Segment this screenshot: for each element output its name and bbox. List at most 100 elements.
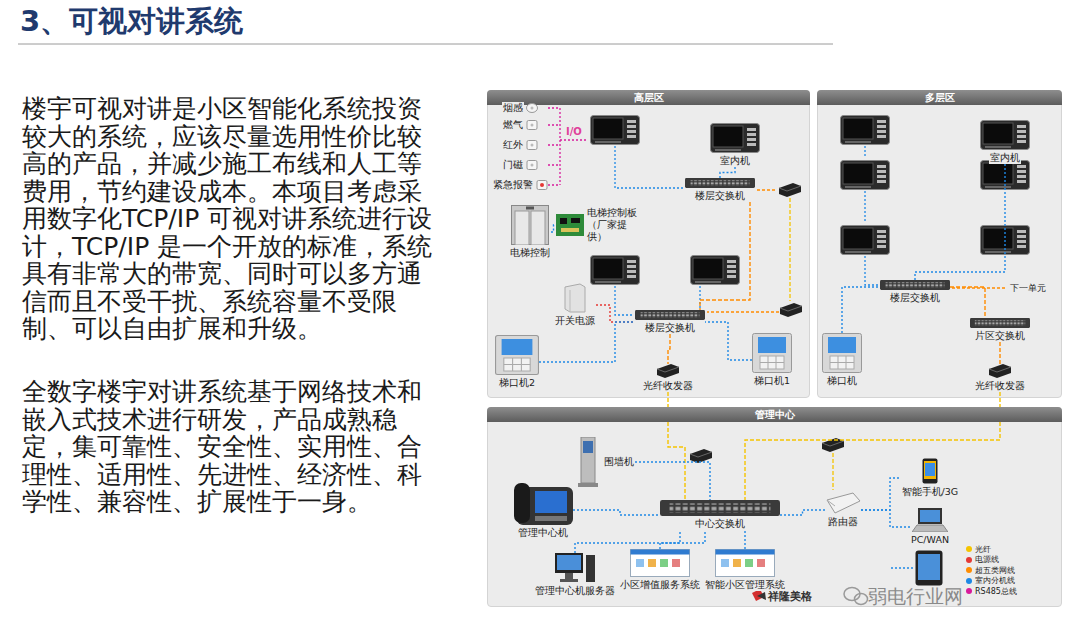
legend-item: 光纤: [966, 544, 991, 554]
device-node: 围墙机: [575, 437, 635, 487]
device-icon: [710, 123, 760, 153]
device-node: 电梯控制板（厂家提供）: [556, 207, 644, 243]
device-icon: [511, 205, 549, 245]
device-node: 楼层交换机: [685, 178, 755, 202]
device-label: 紧急报警: [492, 179, 534, 191]
device-icon: [564, 283, 586, 313]
device-shape: [716, 550, 775, 577]
legend-item: 室内分机线: [966, 576, 1015, 586]
device-label: 光纤收发器: [642, 380, 694, 392]
device-icon: [970, 318, 1030, 328]
device-label: 梯口机: [826, 375, 858, 387]
device-label: 路由器: [827, 516, 859, 528]
drawing-part: [591, 116, 640, 145]
device-label: 管理中心机: [517, 527, 569, 539]
device-icon: [575, 437, 601, 487]
device-shape: [711, 124, 760, 153]
device-node: 智能手机/3G: [901, 458, 960, 498]
brand-logo: 祥隆美格: [768, 589, 812, 604]
device-node: 中心交换机: [660, 500, 780, 530]
device-label: 管理中心机服务器: [534, 585, 616, 597]
device-shape: [527, 104, 538, 113]
drawing-part: [591, 256, 640, 285]
bus-label: I/O: [566, 126, 582, 137]
legend-text: 室内分机线: [975, 575, 1015, 586]
device-node: 光纤收发器: [974, 364, 1026, 392]
device-shape: [565, 284, 585, 312]
device-label: 烟感: [502, 102, 524, 114]
device-label: 开关电源: [554, 315, 596, 327]
region-title: 多层区: [925, 91, 955, 105]
device-node: 梯口机2: [495, 335, 539, 389]
device-label: 智能手机/3G: [901, 486, 960, 498]
device-label: 片区交换机: [974, 330, 1026, 342]
device-node: 室内机: [980, 120, 1030, 164]
region-panel: 高层区烟感燃气红外门磁紧急报警室内机楼层交换机电梯控制板（厂家提供）电梯控制开关…: [487, 90, 810, 398]
region-header: 高层区: [487, 90, 810, 105]
device-shape: [823, 334, 862, 373]
device-shape: [527, 141, 537, 150]
device-shape: [660, 500, 780, 516]
drawing-part: [18, 44, 833, 45]
legend-item: 超五类网线: [966, 565, 1015, 575]
device-label: 室内机: [719, 155, 751, 167]
device-shape: [922, 459, 937, 484]
device-node: 梯口机1: [752, 333, 792, 387]
device-icon: [922, 458, 938, 484]
region-title: 高层区: [634, 91, 664, 105]
device-label: 智能小区管理系统: [704, 579, 786, 591]
legend-text: 超五类网线: [975, 565, 1015, 576]
device-shape: [555, 553, 595, 582]
device-icon: [555, 553, 595, 583]
device-icon: [825, 492, 861, 514]
device-node: 楼层交换机: [880, 280, 950, 304]
device-icon: [526, 140, 538, 150]
device-icon: [912, 508, 948, 532]
legend-swatch: [966, 578, 972, 584]
device-shape: [514, 483, 573, 525]
device-node: 小区增值服务系统: [619, 549, 701, 591]
device-icon: [752, 333, 792, 373]
device-node: 管理中心机: [513, 481, 573, 539]
device-icon: [526, 120, 538, 130]
device-icon: [822, 333, 862, 373]
drawing-part: [841, 116, 890, 145]
device-icon: [635, 310, 705, 320]
legend-item: RS485总线: [966, 586, 1017, 596]
device-label: 中心交换机: [694, 518, 746, 530]
drawing-part: [789, 198, 790, 301]
device-node: 管理中心机服务器: [534, 553, 616, 597]
device-shape: [880, 280, 950, 290]
device-shape: [512, 206, 549, 246]
device-node: 片区交换机: [970, 318, 1030, 342]
region-header: 多层区: [817, 90, 1062, 105]
tablet-icon: [916, 551, 943, 586]
device-label: 梯口机2: [498, 377, 536, 389]
legend-item: 电源线: [966, 555, 999, 565]
device-shape: [578, 437, 598, 487]
device-label: 门磁: [502, 159, 524, 171]
body-paragraph: 全数字楼宇对讲系统基于网络技术和嵌入式技术进行研发，产品成熟稳定，集可靠性、安全…: [22, 378, 440, 516]
device-icon: [660, 500, 780, 516]
device-icon: [526, 160, 538, 170]
watermark: 弱电行业网: [868, 584, 963, 610]
device-node: 梯口机: [822, 333, 862, 387]
device-node: 室内机: [710, 123, 760, 167]
region-panel: 多层区室内机楼层交换机片区交换机梯口机 光纤收发器: [817, 90, 1062, 398]
device-icon: [657, 364, 679, 378]
device-shape: [635, 310, 705, 320]
device-label: 室内机: [989, 152, 1021, 164]
device-shape: [981, 121, 1030, 150]
device-label: 电梯控制: [509, 247, 551, 259]
legend-swatch: [966, 567, 972, 573]
device-shape: [989, 364, 1011, 378]
device-node: 门磁: [502, 159, 538, 171]
device-label: 小区增值服务系统: [619, 579, 701, 591]
device-shape: [970, 318, 1030, 328]
device-icon: [495, 335, 539, 375]
device-icon: [685, 178, 755, 188]
device-icon: [556, 214, 584, 236]
device-icon: [880, 280, 950, 290]
device-node: 烟感: [502, 102, 538, 114]
